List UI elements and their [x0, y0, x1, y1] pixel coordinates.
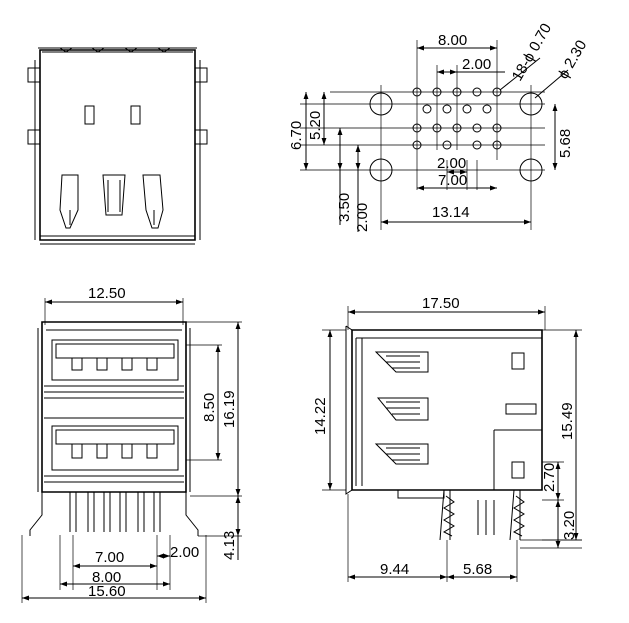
dim-phi-2-30: ϕ 2.30: [555, 37, 591, 82]
dim-2-00-left: 2.00: [354, 203, 371, 232]
dim-15-60: 15.60: [88, 583, 126, 600]
dim-7-00-bottom: 7.00: [95, 549, 124, 566]
side-view: 17.50 14.22 15.49: [312, 295, 582, 582]
dim-7-00-top: 7.00: [438, 172, 467, 189]
dim-2-00-mid: 2.00: [437, 155, 466, 172]
dim-17-50: 17.50: [422, 295, 460, 312]
dim-5-68-top: 5.68: [557, 129, 574, 158]
dim-4-13: 4.13: [221, 531, 238, 560]
dim-8-00-bottom: 8.00: [92, 569, 121, 586]
dim-5-20: 5.20: [307, 111, 324, 140]
dim-2-00-top: 2.00: [462, 56, 491, 73]
front-view-bottom: 12.50 8.50 16.19 4.13: [21, 285, 242, 603]
dim-13-14: 13.14: [432, 204, 470, 221]
dim-6-70: 6.70: [288, 121, 305, 150]
pcb-footprint: 8.00 2.00 18-ϕ 0.70 ϕ 2.30 6.70 5.20 5.6…: [288, 21, 590, 232]
dim-8-50: 8.50: [201, 393, 218, 422]
dim-15-49: 15.49: [559, 402, 576, 440]
dim-14-22: 14.22: [312, 397, 329, 435]
dim-2-00-bottom: 2.00: [170, 544, 199, 561]
dim-9-44: 9.44: [380, 561, 409, 578]
dim-3-20: 3.20: [561, 511, 578, 540]
dim-3-50: 3.50: [336, 193, 353, 222]
dim-12-50: 12.50: [88, 285, 126, 302]
dim-holes-0-70: 18-ϕ 0.70: [509, 21, 555, 84]
front-view-top: [27, 47, 208, 245]
dim-2-70: 2.70: [541, 463, 558, 492]
dim-8-00-top: 8.00: [438, 32, 467, 49]
dim-16-19: 16.19: [221, 390, 238, 428]
dim-5-68-bottom: 5.68: [463, 561, 492, 578]
